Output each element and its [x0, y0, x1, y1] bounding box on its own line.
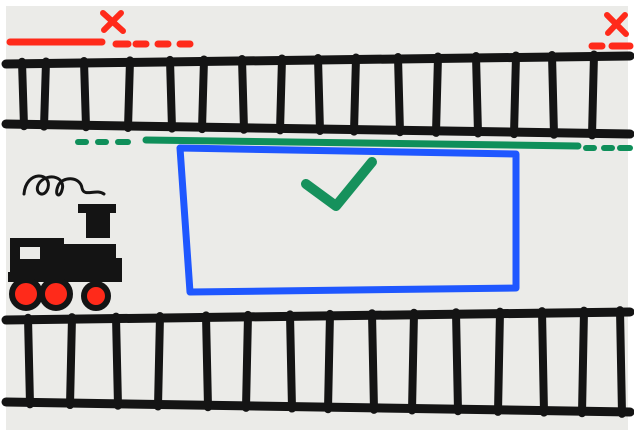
track-tie — [170, 60, 172, 129]
track-tie — [398, 57, 400, 132]
track-tie — [84, 61, 86, 127]
track-tie — [242, 59, 244, 130]
track-tie — [582, 311, 584, 414]
track-tie — [290, 314, 292, 408]
track-tie — [128, 60, 130, 128]
track-tie — [280, 58, 282, 130]
track-tie — [202, 59, 204, 129]
locomotive-cab-window — [20, 247, 40, 259]
track-tie — [116, 317, 118, 406]
track-tie — [44, 61, 46, 126]
locomotive-boiler — [60, 244, 116, 276]
track-tie — [476, 56, 478, 134]
track-tie — [372, 313, 374, 410]
track-tie — [514, 55, 516, 134]
track-tie — [22, 62, 24, 126]
locomotive-wheel — [84, 284, 108, 308]
track-tie — [456, 312, 458, 411]
track-tie — [246, 315, 248, 408]
track-tie — [412, 313, 414, 411]
track-tie — [70, 317, 72, 405]
track-tie — [552, 55, 554, 135]
track-tie — [328, 314, 330, 409]
locomotive-stack-cap — [78, 204, 116, 213]
track-tie — [436, 56, 438, 132]
track-tie — [158, 316, 160, 406]
locomotive-wheel — [12, 280, 40, 308]
track-tie — [206, 315, 208, 407]
track-tie — [542, 311, 544, 412]
track-tie — [354, 58, 356, 132]
track-tie — [318, 58, 320, 131]
track-tie — [592, 54, 594, 135]
track-tie — [498, 312, 500, 412]
track-tie — [28, 318, 30, 405]
track-tie — [620, 310, 622, 414]
locomotive-wheel — [42, 280, 70, 308]
